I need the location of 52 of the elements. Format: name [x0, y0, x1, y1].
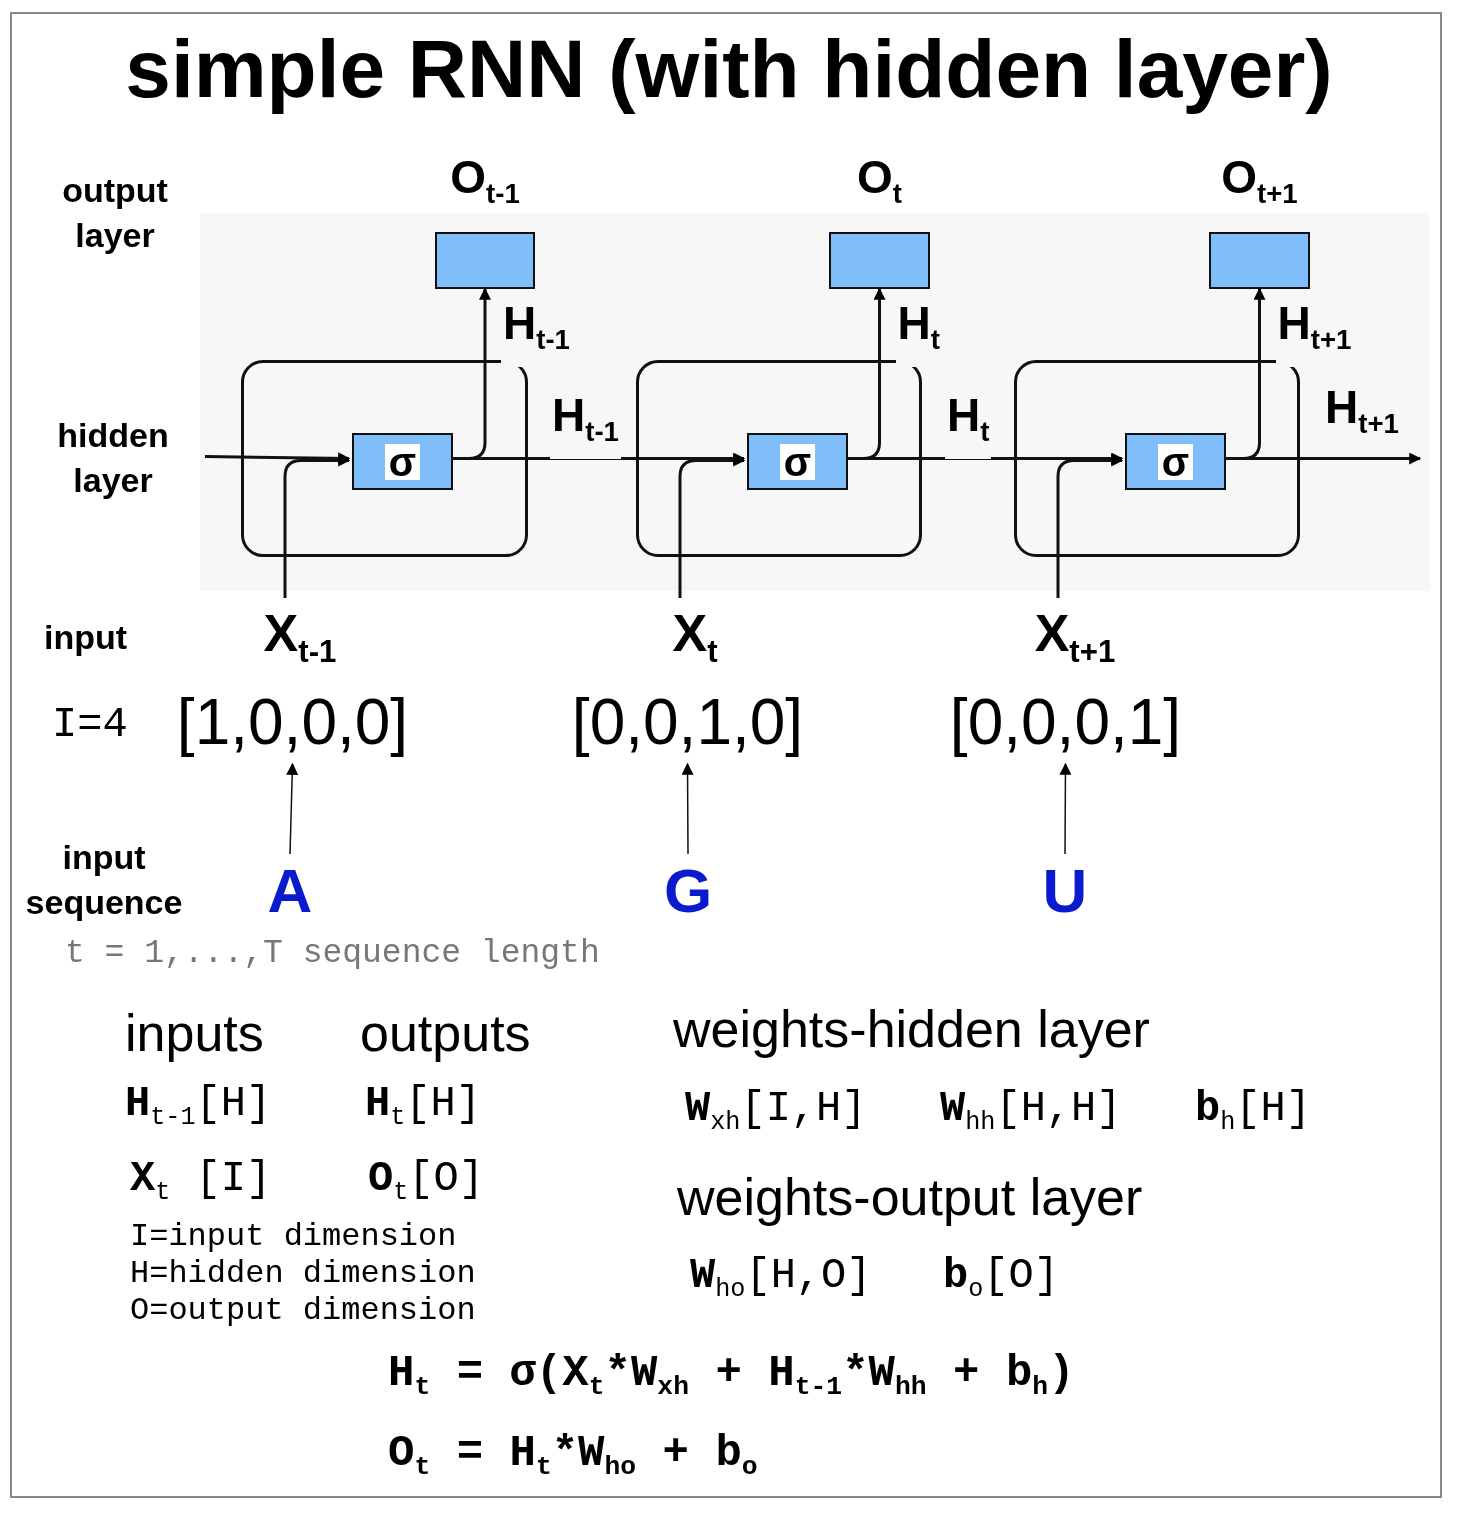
parameter-label: W$_{xh}$[I,H] — [685, 1084, 867, 1139]
parameter-label: O$_{t}$[O] — [368, 1154, 484, 1209]
input-label: X$_{t}$ — [645, 600, 745, 666]
equation: O$_{t}$ = H$_{t}$*W$_{ho}$ + b$_{o}$ — [388, 1427, 758, 1485]
arrow — [1059, 762, 1072, 855]
sequence-note: t = 1,...,T sequence length — [65, 934, 600, 974]
arrow — [283, 454, 351, 598]
arrow — [286, 762, 299, 855]
arrow — [681, 762, 694, 855]
equation: H$_{t}$ = σ(X$_{t}$*W$_{xh}$ + H$_{t-1}$*W$_{hh}$ + b$_{h}$) — [388, 1347, 1075, 1405]
parameter-label: H$_{t-1}$[H] — [125, 1079, 272, 1134]
axis-label: input sequence — [24, 837, 184, 923]
parameter-label: b$_{h}$[H] — [1195, 1084, 1311, 1139]
vector-label: [0,0,1,0] — [565, 686, 810, 758]
arrow — [678, 454, 746, 598]
section-heading: inputs — [125, 1003, 264, 1064]
vector-label: [0,0,0,1] — [943, 686, 1188, 758]
cell-frame — [241, 360, 528, 557]
cell-frame — [636, 360, 922, 557]
dimension-note: I=input dimension — [130, 1218, 457, 1255]
parameter-label: b$_{o}$[O] — [943, 1251, 1059, 1306]
cell-frame — [1014, 360, 1300, 557]
section-heading: weights-hidden layer — [673, 999, 1150, 1060]
dimension-note: I=4 — [52, 700, 128, 750]
axis-label: hidden layer — [56, 415, 170, 501]
section-heading: outputs — [360, 1003, 531, 1064]
activation-box — [747, 433, 848, 490]
sequence-letter: A — [260, 860, 320, 922]
sigma-symbol: σ — [384, 443, 421, 480]
activation-box — [352, 433, 453, 490]
arrow — [1056, 454, 1124, 598]
sequence-letter: G — [658, 860, 718, 922]
output-label: O$_{t+1}$ — [1220, 150, 1299, 211]
output-label: O$_{t}$ — [856, 150, 903, 211]
dimension-note: O=output dimension — [130, 1292, 476, 1329]
parameter-label: W$_{hh}$[H,H] — [940, 1084, 1122, 1139]
section-heading: weights-output layer — [677, 1167, 1143, 1228]
input-label: X$_{t+1}$ — [1025, 600, 1125, 666]
output-label: O$_{t-1}$ — [449, 150, 521, 211]
vector-label: [1,0,0,0] — [170, 686, 415, 758]
sequence-letter: U — [1035, 860, 1095, 922]
axis-label: output layer — [61, 170, 169, 256]
parameter-label: X$_{t}$ [I] — [130, 1154, 272, 1209]
activation-box — [1125, 433, 1226, 490]
input-label: X$_{t-1}$ — [250, 600, 350, 666]
axis-label: input — [44, 617, 128, 658]
parameter-label: H$_{t}$[H] — [365, 1079, 481, 1134]
dimension-note: H=hidden dimension — [130, 1255, 476, 1292]
parameter-label: W$_{ho}$[H,O] — [690, 1251, 872, 1306]
sigma-symbol: σ — [1157, 443, 1194, 480]
title: simple RNN (with hidden layer) — [124, 22, 1334, 116]
sigma-symbol: σ — [779, 443, 816, 480]
